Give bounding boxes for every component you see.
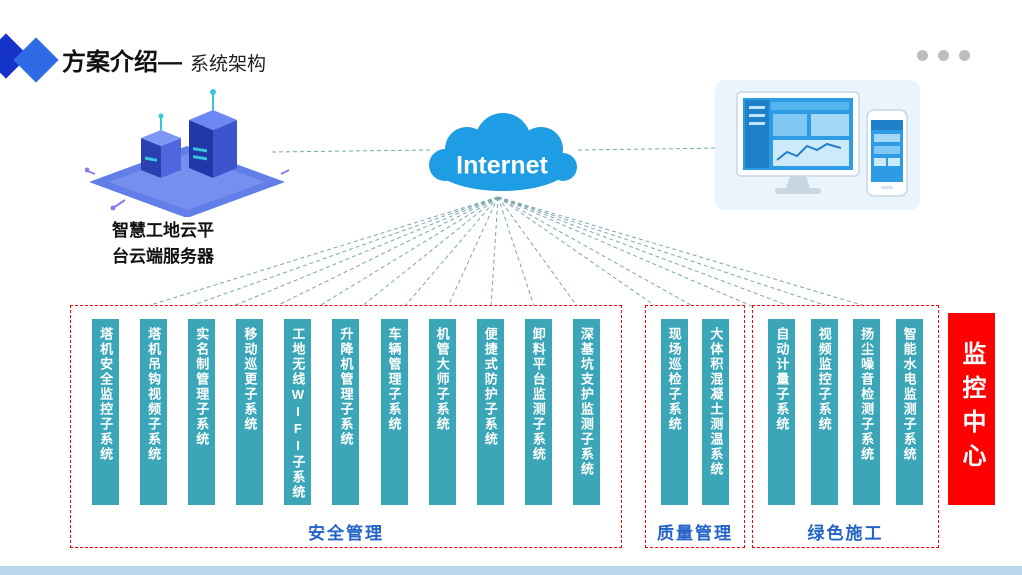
decor-dots — [917, 50, 970, 61]
subsystem-bar: 视频监控子系统 — [810, 319, 838, 505]
group-label: 质量管理 — [657, 523, 733, 543]
group-green-construction: 自动计量子系统视频监控子系统扬尘噪音检测子系统智能水电监测子系统绿色施工 — [752, 305, 939, 548]
subsystem-bars: 塔机安全监控子系统塔机吊钩视频子系统实名制管理子系统移动巡更子系统工地无线WIF… — [71, 306, 621, 515]
cloud-label: Internet — [456, 152, 548, 180]
subsystem-bar: 工地无线WIFI子系统 — [284, 319, 312, 505]
subsystem-bar: 塔机吊钩视频子系统 — [140, 319, 168, 505]
subsystem-bar: 便捷式防护子系统 — [476, 319, 504, 505]
server-illustration — [85, 89, 290, 217]
group-safety-management: 塔机安全监控子系统塔机吊钩视频子系统实名制管理子系统移动巡更子系统工地无线WIF… — [70, 305, 622, 548]
group-quality-management: 现场巡检子系统大体积混凝土测温系统质量管理 — [645, 305, 745, 548]
subsystem-bars: 现场巡检子系统大体积混凝土测温系统 — [646, 306, 744, 515]
subsystem-bar: 移动巡更子系统 — [236, 319, 264, 505]
subsystem-bars: 自动计量子系统视频监控子系统扬尘噪音检测子系统智能水电监测子系统 — [753, 306, 938, 515]
group-label: 绿色施工 — [807, 523, 884, 543]
subsystem-bar: 自动计量子系统 — [768, 319, 796, 505]
server-label: 智慧工地云平 台云端服务器 — [112, 218, 214, 269]
subsystem-bar: 机管大师子系统 — [428, 319, 456, 505]
cloud-shape — [429, 113, 577, 191]
subsystem-bar: 塔机安全监控子系统 — [92, 319, 120, 505]
subsystem-bar: 扬尘噪音检测子系统 — [853, 319, 881, 505]
subsystem-bar: 现场巡检子系统 — [660, 319, 688, 505]
decor-dot — [917, 50, 928, 61]
subsystem-bar: 大体积混凝土测温系统 — [702, 319, 730, 505]
monitor-illustration — [715, 80, 920, 210]
subsystem-bar: 实名制管理子系统 — [188, 319, 216, 505]
bottom-strip — [0, 566, 1022, 575]
title-main: 方案介绍— — [62, 49, 182, 76]
internet-cloud: Internet — [429, 113, 577, 191]
decor-dot — [938, 50, 949, 61]
subsystem-bar: 智能水电监测子系统 — [895, 319, 923, 505]
server-label-line2: 台云端服务器 — [112, 246, 214, 266]
subsystem-bar: 卸料平台监测子系统 — [524, 319, 552, 505]
subsystem-bar: 车辆管理子系统 — [380, 319, 408, 505]
title-sub: 系统架构 — [190, 54, 267, 75]
decor-dot — [959, 50, 970, 61]
decor-diamond-blue — [13, 37, 59, 83]
server-label-line1: 智慧工地云平 — [112, 221, 214, 240]
page-title: 方案介绍— 系统架构 — [62, 42, 266, 77]
subsystem-bar: 深基坑支护监测子系统 — [572, 319, 600, 505]
subsystem-bar: 升降机管理子系统 — [332, 319, 360, 505]
monitoring-center-box: 监控中心 — [948, 313, 995, 505]
group-label: 安全管理 — [308, 523, 384, 543]
